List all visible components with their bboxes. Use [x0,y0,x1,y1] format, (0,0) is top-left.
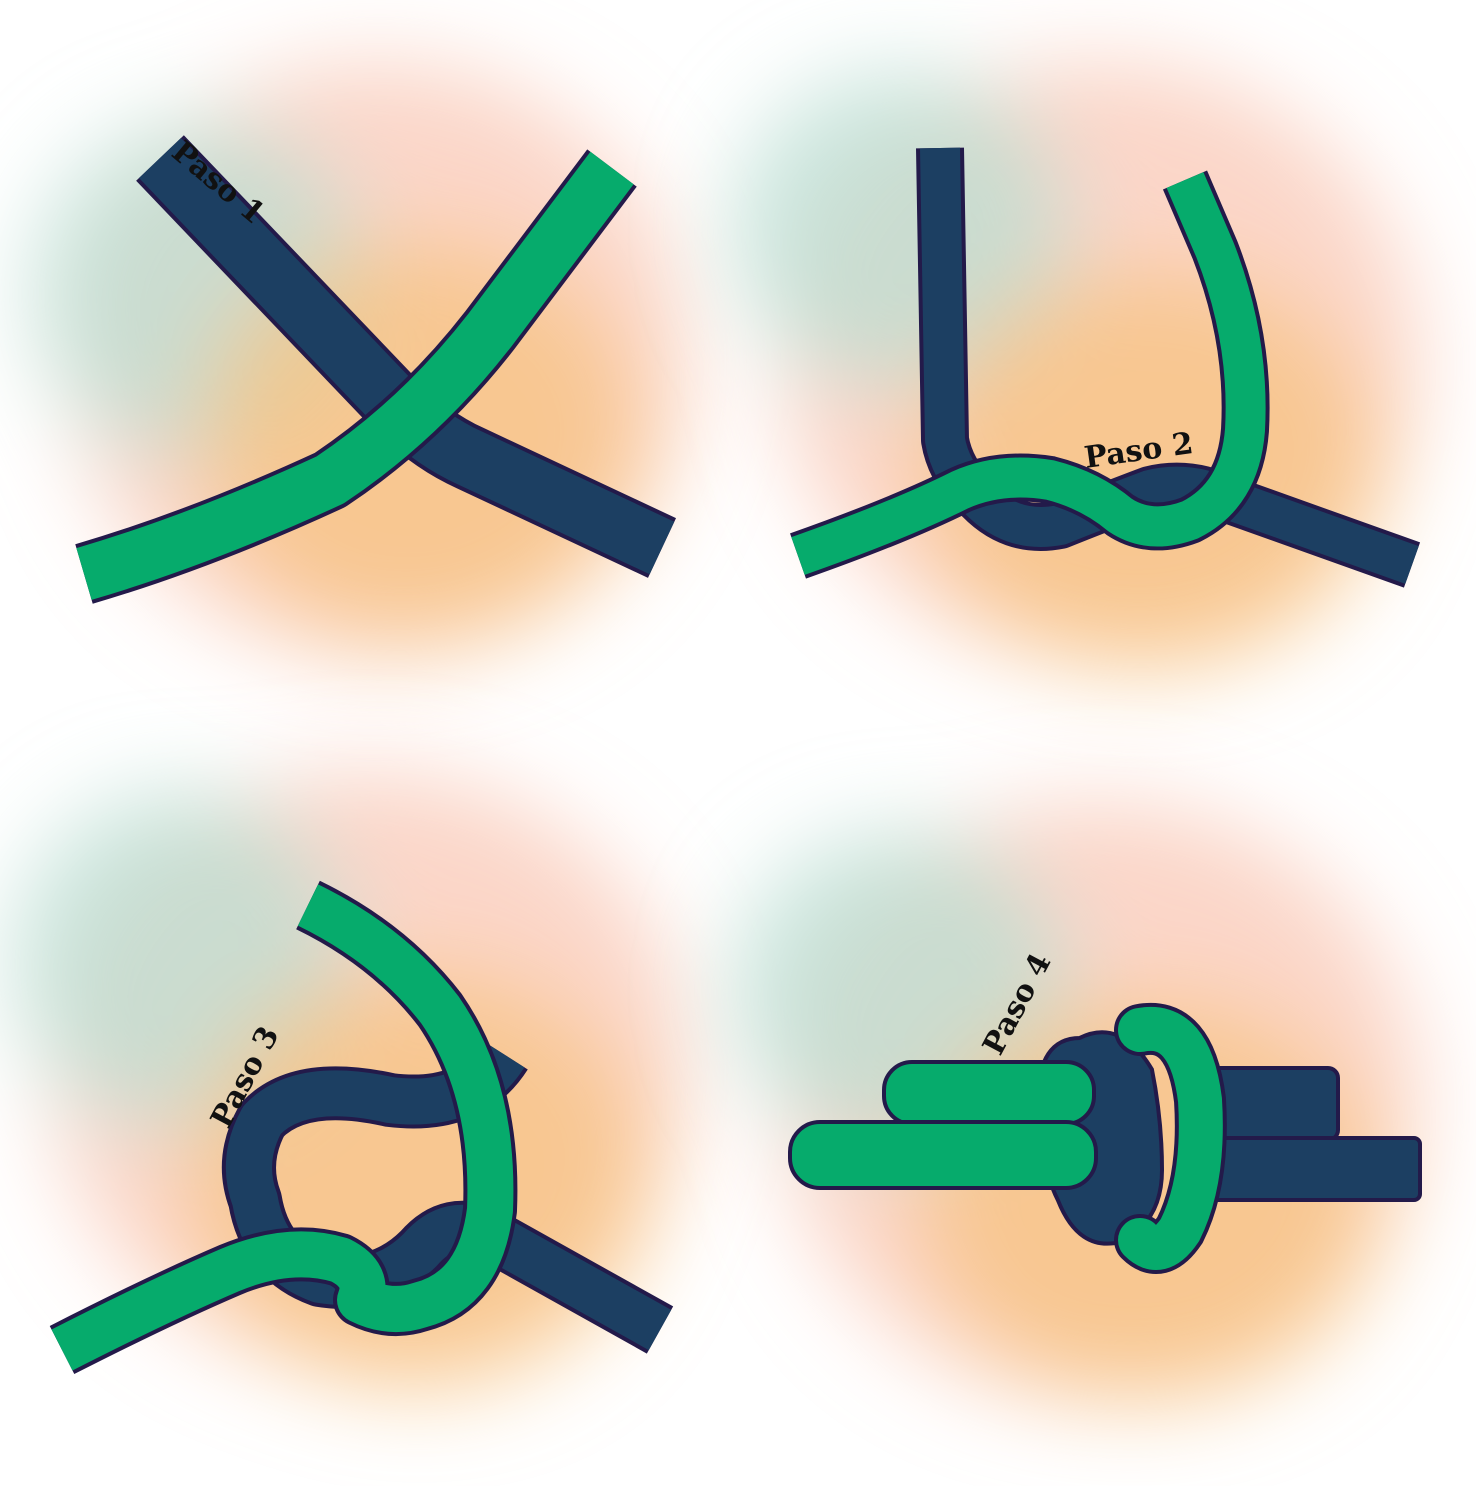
step-2-panel: Paso 2 [730,60,1420,670]
step-3-panel: Paso 3 [10,770,690,1390]
step-2-watercolor-background [730,60,1420,670]
step-4-panel: Paso 4 [730,800,1420,1400]
step-1-panel: Paso 1 [30,60,690,660]
